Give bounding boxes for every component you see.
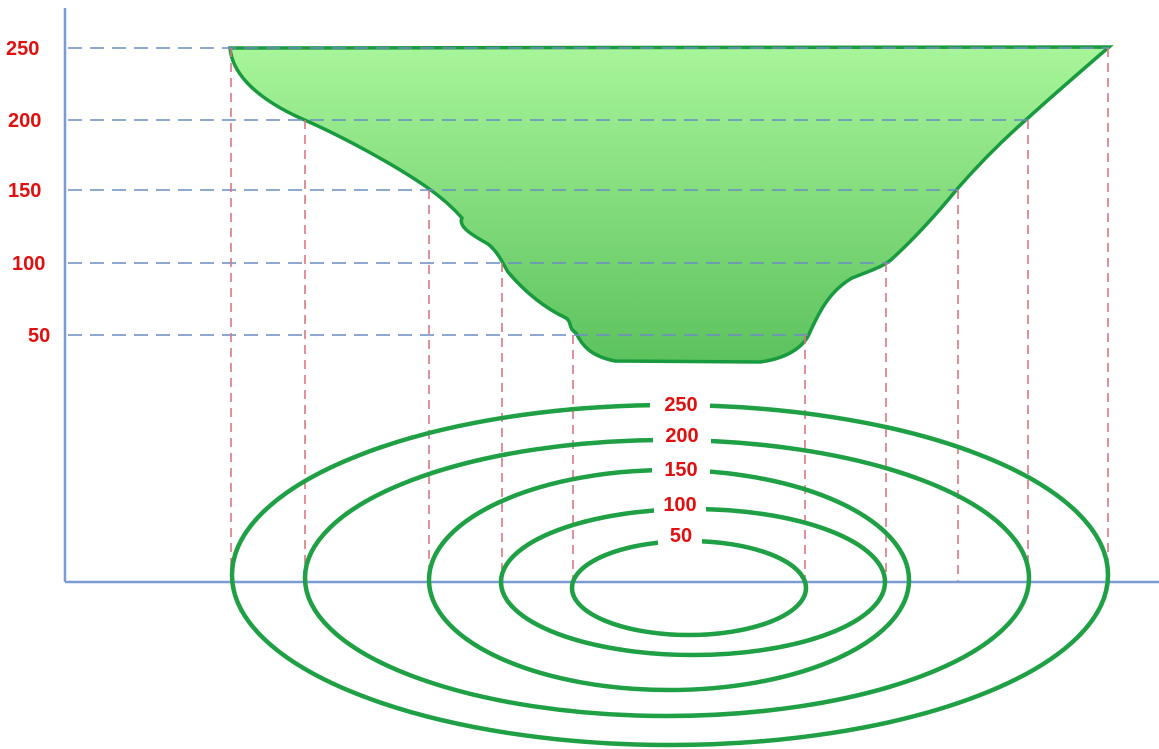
contour-label-50: 50	[670, 525, 692, 547]
elevation-label-250: 250	[6, 38, 39, 60]
elevation-label-200: 200	[8, 110, 41, 132]
contour-200	[302, 437, 1032, 719]
elevation-labels: 250 200 150 100 50	[6, 38, 50, 347]
contour-50	[569, 538, 809, 638]
contour-lines	[229, 402, 1111, 748]
contour-label-150: 150	[664, 459, 697, 481]
horizontal-guides	[68, 47, 1109, 336]
elevation-label-100: 100	[12, 253, 45, 275]
contour-label-250: 250	[664, 394, 697, 416]
contour-labels: 250 200 150 100 50	[650, 391, 711, 547]
elevation-label-50: 50	[28, 325, 50, 347]
contour-label-200: 200	[665, 425, 698, 447]
cross-section-profile	[228, 45, 1114, 364]
elevation-label-150: 150	[8, 180, 41, 202]
contour-250	[229, 402, 1111, 748]
contour-label-100: 100	[663, 494, 696, 516]
vertical-guides	[230, 48, 1109, 582]
